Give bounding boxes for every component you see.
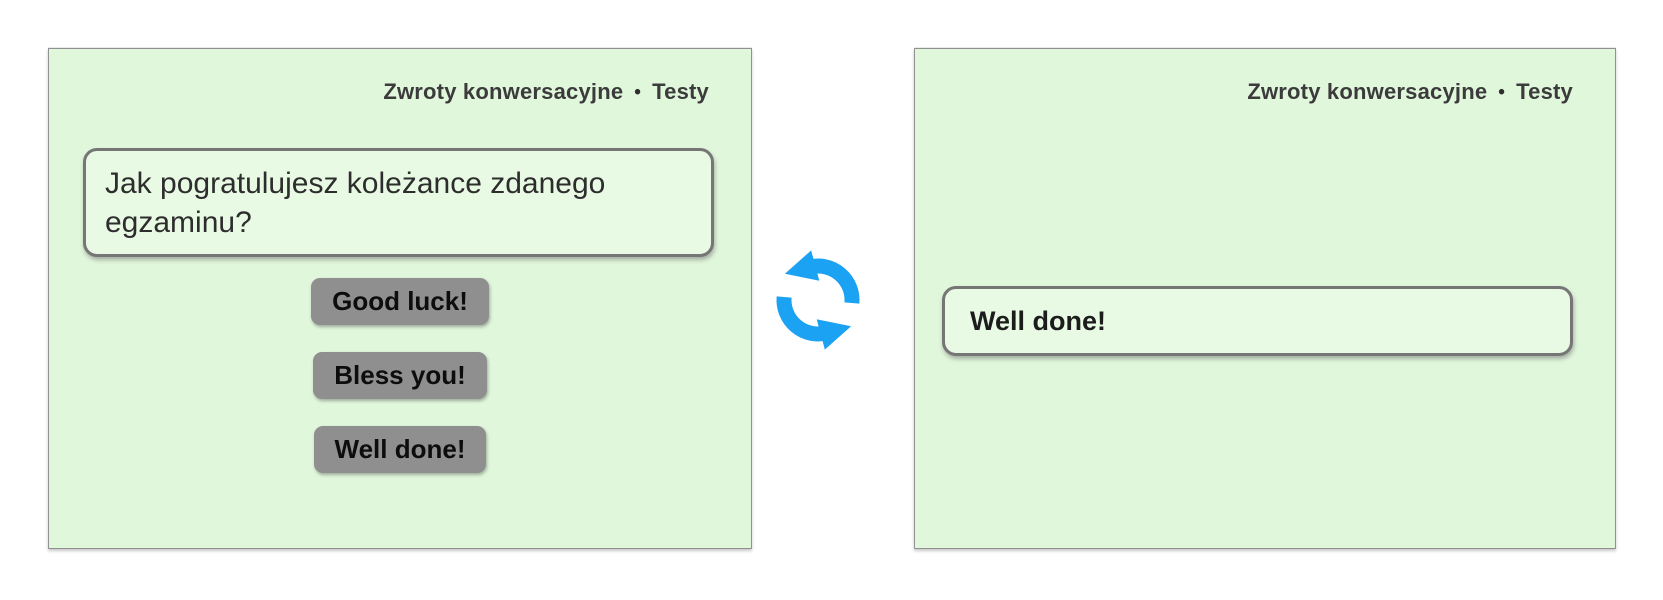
answer-option-button-3[interactable]: Well done!	[313, 426, 487, 473]
answer-box: Well done!	[942, 286, 1573, 356]
breadcrumb: Zwroty konwersacyjne • Testy	[915, 49, 1615, 106]
question-text: Jak pogratulujesz koleżance zdanego egza…	[105, 167, 606, 239]
breadcrumb-section-label: Testy	[1516, 79, 1573, 104]
flashcard-front-panel: Zwroty konwersacyjne • Testy Jak pogratulu…	[48, 48, 752, 549]
breadcrumb-separator-dot: •	[1498, 82, 1506, 103]
answer-options-group: Good luck! Bless you! Well done!	[49, 278, 751, 473]
answer-option-button-1[interactable]: Good luck!	[311, 278, 489, 325]
breadcrumb-section-label: Testy	[652, 79, 709, 104]
breadcrumb: Zwroty konwersacyjne • Testy	[49, 49, 751, 106]
question-box: Jak pogratulujesz koleżance zdanego egza…	[83, 148, 714, 257]
breadcrumb-separator-dot: •	[634, 82, 642, 103]
answer-option-button-2[interactable]: Bless you!	[313, 352, 487, 399]
breadcrumb-set-title: Zwroty konwersacyjne	[383, 79, 624, 104]
answer-text: Well done!	[970, 306, 1107, 336]
flip-card-button[interactable]	[768, 243, 868, 357]
flashcard-back-panel: Zwroty konwersacyjne • Testy Well done!	[914, 48, 1616, 549]
sync-arrows-icon	[776, 250, 860, 350]
breadcrumb-set-title: Zwroty konwersacyjne	[1247, 79, 1488, 104]
